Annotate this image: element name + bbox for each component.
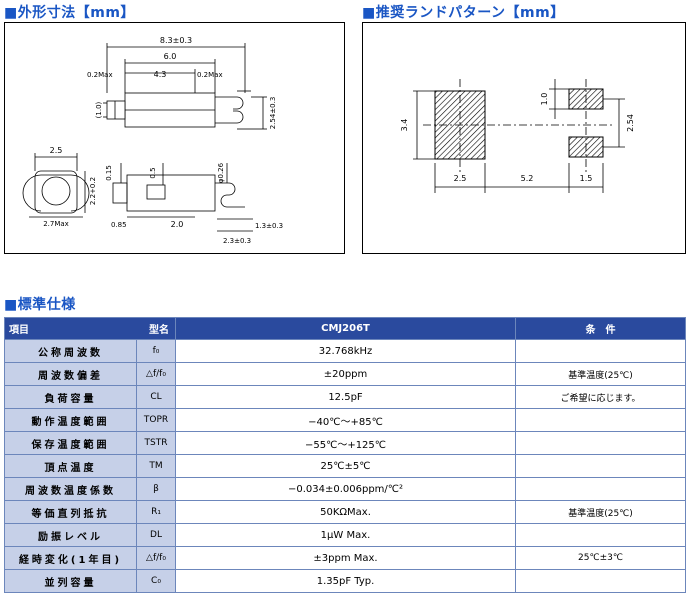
small-pad-height-label: 1.0 (540, 93, 549, 106)
side-20-label: 2.0 (171, 220, 184, 229)
end-width-label: 2.5 (50, 146, 63, 155)
side-23-label: 2.3±0.3 (223, 237, 251, 245)
spacing-label: 5.2 (521, 174, 534, 183)
table-header-condition: 条 件 (515, 317, 686, 340)
body-length-label: 6.0 (164, 52, 177, 61)
dimensions-drawing: 8.3±0.3 6.0 4.3 0.2Max 0.2Max (1.0) 2.54… (22, 36, 283, 245)
pad-height-label: 3.4 (400, 119, 409, 132)
pitch-label: 2.54±0.3 (269, 97, 277, 130)
left-gap-label: 0.2Max (87, 71, 113, 79)
small-pitch-label: 2.54 (626, 114, 635, 132)
right-gap-label: 0.2Max (197, 71, 223, 79)
dimensions-drawing-panel: 8.3±0.3 6.0 4.3 0.2Max 0.2Max (1.0) 2.54… (4, 22, 345, 254)
land-pattern-title: ■推奨ランドパターン【mm】 (362, 5, 565, 21)
land-pattern-panel: 3.4 2.5 5.2 1.5 1.0 2.54 (362, 22, 686, 254)
side-015-label: 0.15 (105, 165, 113, 181)
side-085-label: 0.85 (111, 221, 127, 229)
side-05-label: 0.5 (149, 167, 157, 178)
overall-length-label: 8.3±0.3 (160, 36, 192, 45)
table-header-value: CMJ206T (175, 317, 516, 340)
small-pad-width-label: 1.5 (580, 174, 593, 183)
side-026-label: φ0.26 (217, 162, 225, 183)
pad-width-label: 2.5 (454, 174, 467, 183)
end-height-label: 2.2+0.2 (89, 177, 97, 205)
spec-title: ■標準仕様 (4, 297, 76, 313)
end-max-width-label: 2.7Max (43, 220, 69, 228)
lead-offset-label: 4.3 (154, 70, 167, 79)
table-header-model: 型名 (149, 325, 169, 336)
table-row: 経時変化(1年目)△f/f₀±3ppm Max.25℃±3℃ (4, 546, 686, 570)
side-13-label: 1.3±0.3 (255, 222, 283, 230)
table-header-item: 項目 型名 (4, 317, 176, 340)
land-pattern-drawing: 3.4 2.5 5.2 1.5 1.0 2.54 (400, 79, 635, 193)
dimensions-title: ■外形寸法【mm】 (4, 5, 135, 21)
height-ref-label: (1.0) (95, 101, 103, 118)
